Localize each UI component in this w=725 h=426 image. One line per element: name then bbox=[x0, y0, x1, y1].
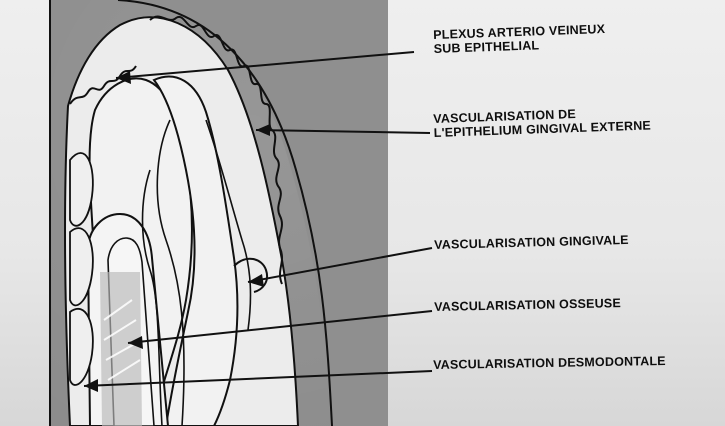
left-lobe-2 bbox=[69, 227, 94, 307]
bone-vessels bbox=[103, 299, 141, 381]
outer-gingiva-edge bbox=[117, 0, 333, 426]
pointer-gingivale-head bbox=[248, 274, 264, 287]
pointer-plexus-head bbox=[116, 71, 131, 84]
pointer-osseuse-head bbox=[128, 336, 143, 349]
bone-rectangle bbox=[100, 272, 142, 426]
outer-gingiva bbox=[120, 0, 388, 426]
left-lobe-3 bbox=[69, 308, 94, 386]
vessel-2 bbox=[156, 119, 185, 426]
gingival-cap bbox=[233, 257, 268, 293]
vessel-3 bbox=[205, 119, 252, 331]
vessel-1 bbox=[141, 169, 163, 426]
pointer-plexus bbox=[115, 51, 415, 79]
label-plexus: PLEXUS ARTERIO VEINEUX SUB EPITHELIAL bbox=[433, 21, 606, 56]
epithelial-wavy-border bbox=[149, 15, 283, 285]
top-plexus-wave bbox=[69, 65, 137, 105]
pointer-epithelium bbox=[255, 129, 431, 134]
pointer-epithelium-head bbox=[256, 124, 270, 136]
pointer-osseuse bbox=[127, 310, 433, 344]
pointer-desmodontale-head bbox=[84, 379, 98, 392]
pointer-desmodontale bbox=[83, 370, 433, 387]
left-lobe-1 bbox=[69, 152, 94, 227]
pointer-gingivale bbox=[247, 247, 433, 283]
